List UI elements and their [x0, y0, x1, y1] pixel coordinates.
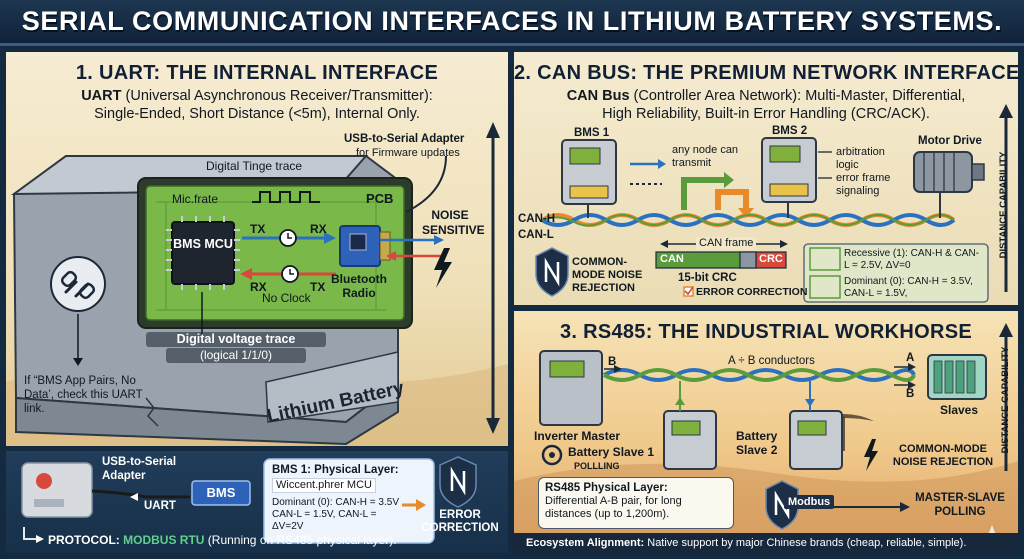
can-title: 2. CAN BUS: THE PREMIUM NETWORK INTERFAC…	[514, 62, 1018, 84]
page-title: SERIAL COMMUNICATION INTERFACES IN LITHI…	[21, 6, 1003, 36]
b-label: B	[608, 356, 617, 368]
uart-subtitle-bold: UART	[81, 88, 122, 104]
rx-label-right: RX	[310, 222, 327, 236]
eco-rest: Native support by major Chinese brands (…	[644, 537, 967, 549]
ecosystem-bar: Ecosystem Alignment: Native support by m…	[514, 533, 1018, 553]
a-label: A	[906, 352, 915, 364]
can-distance-label: DISTANCE CAPABILITY	[998, 151, 1009, 259]
protocol-line: PROTOCOL: MODBUS RTU (Running on RS485 p…	[48, 533, 397, 547]
rs485-distance-label: DISTANCE CAPABILITY	[1000, 346, 1011, 454]
rs485-phys-body: Differential A-B pair, for long distance…	[545, 495, 682, 520]
arbitration-label: arbitration logic	[836, 146, 885, 171]
bottom-bms-label: BMS	[206, 485, 236, 500]
crc-label: 15-bit CRC	[678, 272, 737, 284]
bottom-usb-label: USB-to-Serial Adapter	[102, 456, 177, 482]
uart-subtitle-rest: (Universal Asynchronous Receiver/Transmi…	[121, 88, 433, 104]
voltage-trace-label: Digital voltage trace	[146, 332, 326, 347]
slaves-label: Slaves	[940, 403, 979, 417]
bottom-panel: USB-to-Serial Adapter UART BMS BMS 1: Ph…	[6, 451, 508, 553]
dominant-label: Dominant (0): CAN-H = 3.5V, CAN-L = 1.5V…	[844, 276, 973, 299]
any-node-label: any node can transmit	[672, 144, 739, 169]
can-subtitle-line2: High Reliability, Built-in Error Handlin…	[602, 106, 930, 122]
rs485-panel: 3. RS485: THE INDUSTRIAL WORKHORSE A ÷ B…	[514, 311, 1018, 553]
can-subtitle: CAN Bus (Controller Area Network): Multi…	[514, 87, 1018, 105]
rx-label-left: RX	[250, 280, 267, 294]
uart-subtitle-line2: Single-Ended, Short Distance (<5m), Inte…	[94, 106, 420, 122]
mcu-label: BMS MCU	[173, 237, 233, 251]
usb-note-label: for Firmware updates	[356, 147, 460, 159]
lightning-icon	[434, 248, 452, 288]
uart-title: 1. UART: THE INTERNAL INTERFACE	[75, 62, 439, 84]
eco-bold: Ecosystem Alignment:	[526, 537, 645, 549]
rs485-phys-title: RS485 Physical Layer:	[545, 482, 668, 494]
gear-icon	[541, 444, 563, 466]
battery-slave-1	[663, 410, 717, 470]
broken-link-icon	[50, 256, 106, 312]
bms1-label: BMS 1	[574, 127, 610, 139]
can-field-label: CAN	[660, 253, 684, 265]
bottom-phys-mcu: Wiccent.phrer MCU	[272, 478, 376, 493]
uart-tip-label: If “BMS App Pairs, No Data’, check this …	[24, 375, 143, 415]
protocol-rest: (Running on RS485 physical layer).	[204, 533, 397, 547]
error-correction-label: ERROR CORRECTION	[696, 286, 808, 298]
lightning-icon	[864, 439, 878, 471]
can-illustration	[535, 104, 1013, 303]
uart-panel: 1. UART: THE INTERNAL INTERFACE UART (Un…	[6, 52, 508, 446]
crc-field-label: CRC	[759, 253, 783, 265]
can-panel: 2. CAN BUS: THE PREMIUM NETWORK INTERFAC…	[514, 52, 1018, 305]
pcb-label: PCB	[366, 191, 394, 206]
rs485-title: 3. RS485: THE INDUSTRIAL WORKHORSE	[559, 321, 973, 343]
bottom-uart-label: UART	[144, 500, 176, 512]
tx-label: TX	[250, 222, 266, 236]
bms2-label: BMS 2	[772, 125, 808, 137]
bluetooth-label: Bluetooth Radio	[331, 272, 387, 300]
protocol-value: MODBUS RTU	[123, 533, 205, 547]
can-subtitle-rest: (Controller Area Network): Multi-Master,…	[629, 88, 966, 104]
can-subtitle-bold: CAN Bus	[566, 88, 630, 104]
b-label-right: B	[906, 388, 915, 400]
slave2-label: Battery Slave 2	[736, 429, 778, 457]
rs485-phys-box: RS485 Physical Layer: Differential A-B p…	[538, 477, 734, 529]
motor-label: Motor Drive	[918, 135, 982, 147]
digital-trace-label: Digital Tinge trace	[206, 159, 303, 173]
bottom-phys-title: BMS 1: Physical Layer:	[272, 464, 399, 476]
tx-label-right: TX	[310, 280, 326, 294]
noise-sensitive-label: NOISE SENSITIVE	[422, 208, 485, 237]
can-l-label: CAN-L	[518, 229, 554, 241]
no-clock-label: No Clock	[262, 291, 311, 305]
bottom-error-label: ERROR CORRECTION	[421, 509, 499, 534]
modbus-label: Modbus	[784, 495, 835, 509]
header-bar: SERIAL COMMUNICATION INTERFACES IN LITHI…	[0, 0, 1024, 46]
battery-slave-2	[789, 410, 843, 470]
can-h-label: CAN-H	[518, 213, 556, 225]
can-frame-label: CAN frame	[696, 237, 757, 250]
master-slave-label: MASTER-SLAVE POLLING	[915, 492, 1005, 518]
uart-subtitle: UART (Universal Asynchronous Receiver/Tr…	[6, 87, 508, 105]
inverter-label: Inverter Master	[534, 429, 621, 443]
motor-device	[913, 151, 973, 193]
usb-adapter-label: USB-to-Serial Adapter	[344, 133, 465, 145]
can-noise-label: COMMON-MODE NOISE REJECTION	[572, 256, 643, 294]
usb-adapter-device	[21, 462, 93, 518]
mic-frate-label: Mic.frate	[172, 192, 219, 206]
slave1-label: Battery Slave 1	[568, 445, 655, 459]
protocol-label: PROTOCOL:	[48, 533, 120, 547]
rs485-noise-label: COMMON-MODE NOISE REJECTION	[892, 443, 994, 468]
error-frame-label: error frame signaling	[836, 172, 891, 197]
recessive-label: Recessive (1): CAN-H & CAN-L = 2.5V, ΔV=…	[844, 248, 980, 271]
polling-small-label: POLLLING	[574, 461, 620, 471]
voltage-logic-label: (logical 1/1/0)	[166, 348, 306, 363]
a-b-conductors-label: A ÷ B conductors	[728, 355, 815, 367]
bottom-dominant-label: Dominant (0): CAN-H = 3.5V CAN-L = 1.5V,…	[272, 497, 399, 532]
